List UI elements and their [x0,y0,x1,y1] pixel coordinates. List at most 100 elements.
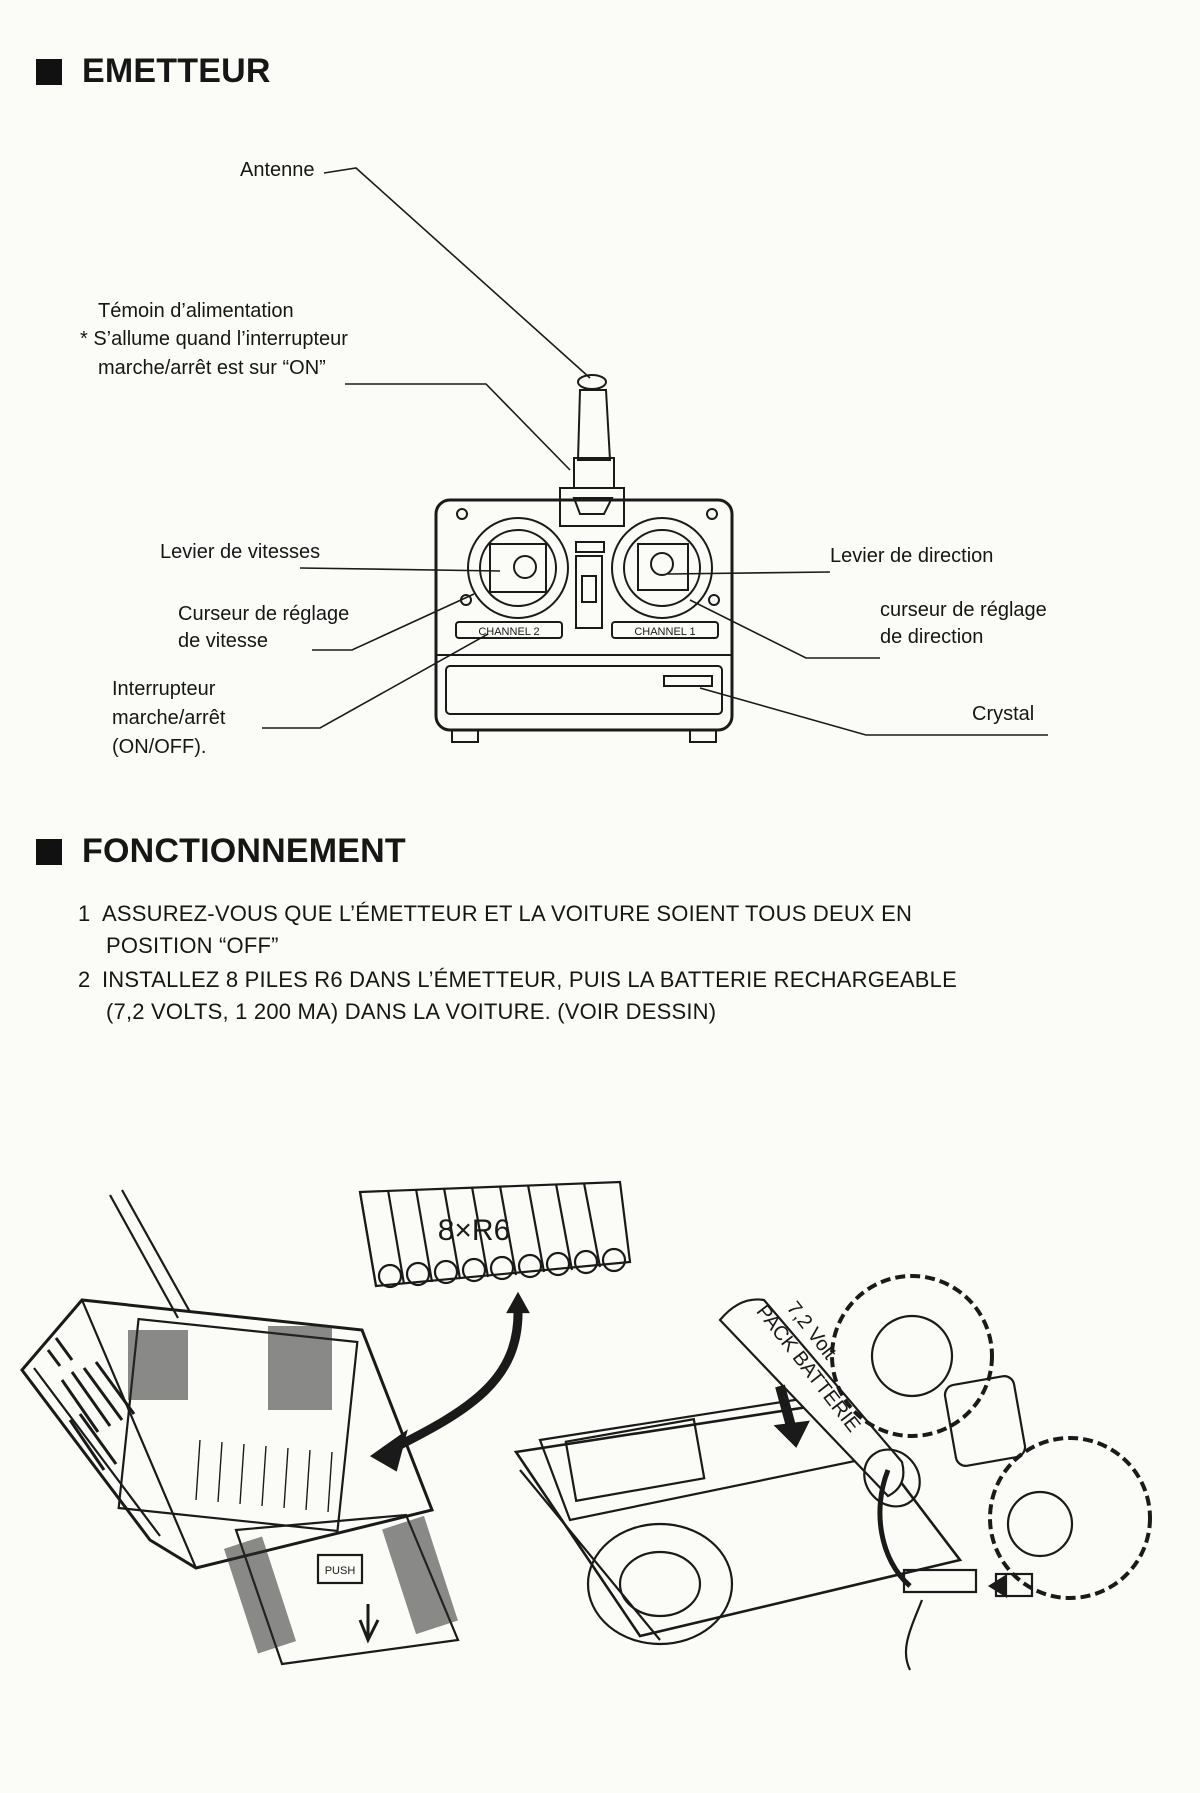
antenna-wire [904,1599,924,1671]
right-screw-top [706,508,718,520]
aa-batteries [358,1180,632,1289]
step-line2: POSITION “OFF” [106,933,279,958]
channel-2-plate [455,621,563,639]
battery-wire [877,1469,912,1588]
insert-arrow-curve [387,1307,523,1455]
rear-wheel-bottom-hub [1006,1490,1074,1558]
label-interrupteur-line2: marche/arrêt [112,707,226,729]
hatched-strip-left [128,1330,188,1400]
label-curseur-vitesse-line2: de vitesse [178,630,269,652]
power-switch-housing [575,555,603,629]
right-gimbal-inner [623,529,701,607]
section-heading-fonctionnement: FONCTIONNEMENT [36,832,406,871]
left-stick-knob [513,555,537,579]
heading-square-bullet-icon [36,58,62,85]
channel-1-text: CHANNEL 1 [634,626,695,638]
right-screw-bottom [708,594,720,606]
label-interrupteur-line1: Interrupteur [112,678,216,700]
heading-square-bullet-icon [36,838,62,865]
left-gimbal-ring [467,517,569,619]
cover-hatch-right [382,1515,458,1635]
left-gimbal-plate [489,543,547,593]
leader-temoin [345,383,571,471]
hatched-strip-right [268,1326,332,1410]
battery-pack [718,1298,905,1498]
channel-2-text: CHANNEL 2 [478,626,539,638]
right-gimbal-ring [611,517,713,619]
rear-wheel-top-hub [870,1314,954,1398]
batteries-label: 8×R6 [438,1214,511,1247]
chassis-rail [519,1469,661,1641]
push-tab [316,1553,364,1585]
power-switch-toggle [581,575,597,603]
battery-pack-end [863,1448,921,1508]
step-number: 1 [78,901,91,926]
rear-wheel-top [830,1274,994,1438]
label-curseur-vitesse-line1: Curseur de réglage [178,603,350,625]
leader-antenne [323,167,591,379]
transmitter-body [434,498,734,732]
insert-arrow-tail [506,1291,530,1314]
power-indicator-lamp [572,497,614,515]
insert-arrow-head-icon [369,1429,408,1472]
rear-antenna [109,1194,179,1319]
label-temoin-line3: marche/arrêt est sur “ON” [98,357,326,379]
label-interrupteur-line3: (ON/OFF). [112,736,207,758]
power-indicator-housing [559,487,625,527]
chassis-plate [564,1417,706,1503]
label-curseur-direction-line1: curseur de réglage [880,599,1047,621]
battery-connector [902,1568,978,1594]
step-number: 2 [78,967,91,992]
crystal-bay [445,665,723,715]
instruction-step: 1 ASSUREZ-VOUS QUE L’ÉMETTEUR ET LA VOIT… [78,898,957,962]
leader-levier-vitesses [299,567,501,572]
pack-arrow-head-icon [773,1420,810,1448]
label-antenne: Antenne [240,159,315,181]
battery-cells [195,1439,333,1513]
crystal-slot [663,675,713,687]
label-temoin-line1: Témoin d’alimentation [98,300,294,322]
battery-compartment [117,1317,359,1533]
step-line2: (7,2 VOLTS, 1 200 MA) DANS LA VOITURE. (… [106,999,717,1024]
label-levier-direction: Levier de direction [830,545,994,567]
left-gimbal-inner [479,529,557,607]
antenna-shaft [576,389,612,461]
right-stick-knob [650,552,674,576]
step-line1: ASSUREZ-VOUS QUE L’ÉMETTEUR ET LA VOITUR… [102,901,913,926]
rear-antenna-edge [121,1189,191,1313]
leader-interrupteur [262,633,489,729]
front-wheel-hub [618,1550,702,1618]
switch-label-plate [575,541,605,553]
emetteur-heading-text: EMETTEUR [82,52,271,90]
right-gimbal-plate [637,543,689,591]
step-line1: INSTALLEZ 8 PILES R6 DANS L’ÉMETTEUR, PU… [102,967,957,992]
label-levier-vitesses: Levier de vitesses [160,541,321,563]
left-foot [451,729,479,743]
section-heading-emetteur: EMETTEUR [36,52,271,91]
leader-curseur-direction [689,599,880,659]
pack-arrow-shaft [775,1384,797,1432]
motor [943,1375,1027,1467]
left-screw-top [456,508,468,520]
instruction-step: 2 INSTALLEZ 8 PILES R6 DANS L’ÉMETTEUR, … [78,964,957,1028]
rear-wheel-bottom [988,1436,1152,1600]
label-curseur-direction-line2: de direction [880,626,984,648]
fonctionnement-heading-text: FONCTIONNEMENT [82,832,406,870]
label-temoin-line2: * S’allume quand l’interrupteur [80,328,348,350]
cover-hatch-left [223,1536,297,1654]
connect-arrow-icon [987,1574,1008,1598]
transmitter-back-edge [80,1299,198,1569]
leader-crystal [699,687,1048,736]
push-tab-label: PUSH [325,1565,356,1577]
label-crystal: Crystal [972,703,1035,725]
transmitter-side-edge [33,1367,161,1537]
car-chassis [513,1400,963,1638]
channel-1-plate [611,621,719,639]
antenna-tip [577,374,607,390]
front-wheel [586,1522,734,1646]
right-foot [689,729,717,743]
leader-levier-direction [667,571,831,575]
